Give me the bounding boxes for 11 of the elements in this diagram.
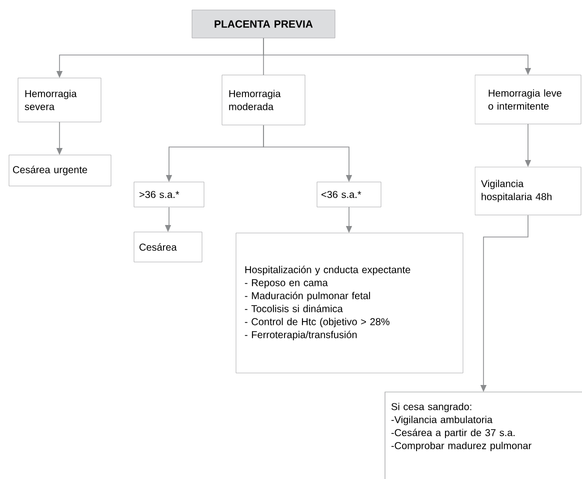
process-box: Cesárea [134,232,202,262]
process-box: >36 s.a.* [134,182,204,208]
process-box: Hemorragia moderada [222,74,306,126]
process-box: Hemorragia leve o intermitente [474,74,582,124]
process-box: Hospitalización y cnducta expectante - Reposo en cama - Maduración pulmonar fetal - Tocolisis si dinámica - Control de Htc (objetivo > 28% - Ferroterapia/transfusión [236,232,464,374]
title-box: PLACENTA PREVIA [192,10,336,38]
process-box: Hemorragia severa [18,78,102,122]
process-box: Cesárea urgente [8,154,112,186]
process-box: <36 s.a.* [316,182,382,208]
process-box: Vigilancia hospitalaria 48h [474,166,582,216]
note-bracket: Si cesa sangrado: -Vigilancia ambulatoria -Cesárea a partir de 37 s.a. -Comprobar madurez pulmonar [384,392,582,479]
